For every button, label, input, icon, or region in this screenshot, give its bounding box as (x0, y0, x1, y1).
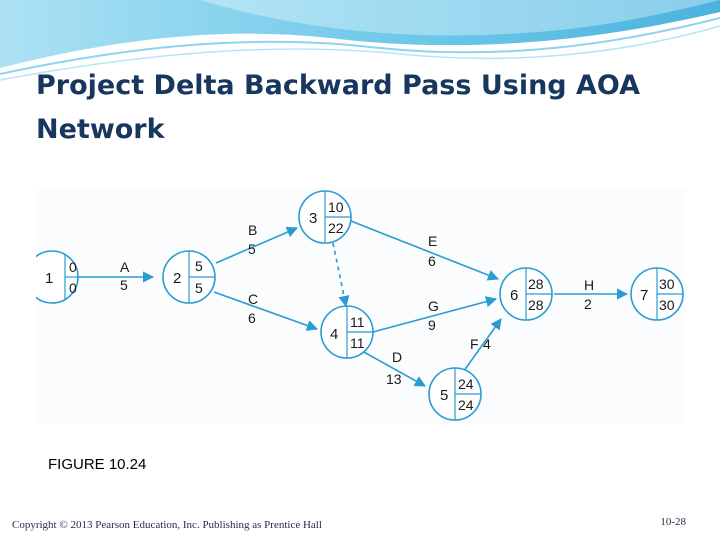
node-3: 3 10 22 (298, 190, 352, 244)
node-6-top: 28 (528, 276, 544, 292)
arrow-dummy (332, 242, 350, 308)
arrow-b (215, 226, 299, 264)
activity-f-duration: 4 (483, 336, 491, 352)
copyright-footer: Copyright © 2013 Pearson Education, Inc.… (12, 519, 322, 531)
arrow-e (350, 220, 500, 281)
activity-g-duration: 9 (428, 317, 436, 333)
activity-h-duration: 2 (584, 296, 592, 312)
activity-b-duration: 5 (248, 241, 256, 257)
node-7-top: 30 (659, 276, 675, 292)
slide-title: Project Delta Backward Pass Using AOA Ne… (36, 64, 676, 152)
node-6: 6 28 28 (499, 267, 553, 321)
node-4-bottom: 11 (350, 335, 365, 351)
node-5-id: 5 (440, 387, 448, 404)
node-2-top: 5 (195, 258, 203, 274)
activity-d-name: D (392, 349, 402, 365)
node-1-top: 0 (69, 259, 77, 275)
node-2: 2 5 5 (162, 250, 216, 304)
arrow-g (372, 296, 498, 333)
figure-caption: FIGURE 10.24 (48, 456, 147, 473)
node-4-id: 4 (330, 326, 338, 343)
node-7: 7 30 30 (630, 267, 684, 321)
activity-b-name: B (248, 222, 257, 238)
node-5: 5 24 24 (428, 367, 482, 421)
node-2-id: 2 (173, 270, 181, 287)
arrow-c (213, 291, 319, 331)
node-1: 1 0 0 (36, 250, 79, 304)
node-3-bottom: 22 (328, 220, 344, 236)
aoa-network-diagram: A 5 B 5 C 6 D 13 E 6 F 4 G 9 H 2 1 0 0 2 (36, 188, 686, 424)
title-line-1: Project Delta Backward Pass Using AOA (36, 70, 641, 101)
node-2-bottom: 5 (195, 280, 203, 296)
node-6-id: 6 (510, 287, 518, 304)
activity-c-name: C (248, 291, 258, 307)
node-6-bottom: 28 (528, 297, 544, 313)
node-7-bottom: 30 (659, 297, 675, 313)
node-7-id: 7 (640, 287, 648, 304)
activity-a-duration: 5 (120, 277, 128, 293)
node-3-top: 10 (328, 199, 344, 215)
node-4-top: 11 (350, 314, 365, 330)
node-1-id: 1 (45, 270, 53, 287)
node-5-top: 24 (458, 376, 474, 392)
node-5-bottom: 24 (458, 397, 474, 413)
activity-d-duration: 13 (386, 371, 402, 387)
title-line-2: Network (36, 114, 165, 145)
activity-e-name: E (428, 233, 437, 249)
activity-g-name: G (428, 298, 439, 314)
node-3-id: 3 (309, 210, 317, 227)
activity-c-duration: 6 (248, 310, 256, 326)
arrow-f (460, 318, 502, 376)
activity-e-duration: 6 (428, 253, 436, 269)
node-4: 4 11 11 (320, 305, 374, 359)
slide-number: 10-28 (660, 516, 686, 528)
node-1-bottom: 0 (69, 280, 77, 296)
activity-h-name: H (584, 277, 594, 293)
activity-a-name: A (120, 259, 130, 275)
header-wave-decoration (0, 0, 720, 81)
arrow-d (361, 350, 426, 387)
activity-f-name: F (470, 336, 479, 352)
